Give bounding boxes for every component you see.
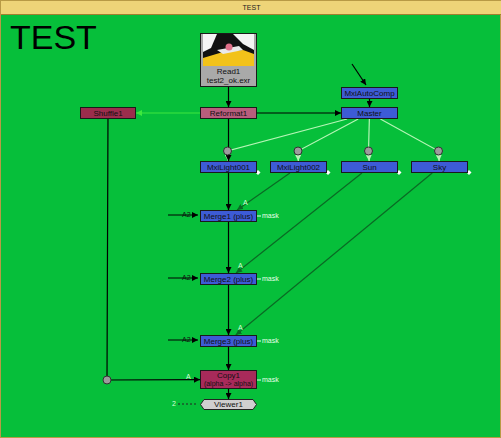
output-diamond xyxy=(256,170,261,175)
node-connector xyxy=(228,119,348,161)
graph-node: Merge1 (plus) xyxy=(200,210,257,222)
node-label: Read1 xyxy=(217,67,241,76)
node-label: Copy1 xyxy=(217,371,240,380)
node-label: Master xyxy=(357,109,381,118)
node-label: Sky xyxy=(433,163,446,172)
dot-node xyxy=(365,147,373,155)
thumbnail-bg xyxy=(203,34,254,66)
graph-node: MxiLight001 xyxy=(200,161,257,173)
dot-node xyxy=(224,147,232,155)
node-connector xyxy=(228,347,229,370)
output-diamond xyxy=(326,170,331,175)
node-connector xyxy=(368,119,370,161)
node-connector xyxy=(228,87,229,107)
input-label: A xyxy=(238,262,243,270)
dot-node xyxy=(103,376,111,384)
thumbnail-shape xyxy=(203,34,217,52)
port-label: A2 xyxy=(182,336,191,344)
node-connector xyxy=(369,99,370,107)
graph-node: Sun xyxy=(341,161,398,173)
backdrop-label: TEST xyxy=(10,18,97,56)
graph-node: Copy1(alpha -> alpha) xyxy=(200,370,257,389)
input-arrow xyxy=(168,215,198,216)
graph-node: MxiLight002 xyxy=(270,161,327,173)
node-connector xyxy=(236,173,432,335)
output-diamond xyxy=(397,170,402,175)
node-connector xyxy=(228,389,229,399)
node-connector xyxy=(136,112,200,113)
node-connector xyxy=(380,119,439,161)
port-label: mask xyxy=(262,275,279,283)
backdrop-title: TEST xyxy=(1,1,501,15)
node-connector xyxy=(257,112,341,113)
input-arrow xyxy=(168,340,198,341)
port-label: mask xyxy=(262,212,279,220)
mask-stub xyxy=(256,341,261,342)
node-label: Merge2 (plus) xyxy=(204,275,253,284)
graph-node: Shuffle1 xyxy=(80,107,136,119)
read-thumbnail xyxy=(203,34,254,66)
node-label: Sun xyxy=(362,163,376,172)
node-label: test2_ok.exr xyxy=(207,76,251,85)
output-diamond xyxy=(467,170,472,175)
node-label: Shuffle1 xyxy=(93,109,122,118)
mask-stub xyxy=(256,216,261,217)
thumbnail-shape xyxy=(226,44,233,51)
node-label: MxiLight002 xyxy=(277,163,320,172)
node-connector xyxy=(228,119,229,161)
port-label: A2 xyxy=(182,211,191,219)
dot-node xyxy=(294,147,302,155)
node-connector xyxy=(228,173,229,210)
graph-node: Merge3 (plus) xyxy=(200,335,257,347)
viewer-input xyxy=(178,404,198,405)
port-label: 2 xyxy=(172,400,176,408)
graph-node: MxiAutoComp xyxy=(341,87,398,99)
input-label: A xyxy=(238,324,243,332)
node-connector xyxy=(298,119,358,161)
graph-node: Sky xyxy=(411,161,468,173)
node-label: Reformat1 xyxy=(210,109,247,118)
input-label: A xyxy=(186,373,191,381)
input-arrow xyxy=(352,64,366,85)
viewer-outline xyxy=(201,400,257,410)
node-label: MxiLight001 xyxy=(207,163,250,172)
mask-stub xyxy=(256,380,261,381)
port-label: mask xyxy=(262,376,279,384)
port-label: mask xyxy=(262,337,279,345)
node-connector xyxy=(107,119,200,380)
node-connector xyxy=(228,285,229,335)
input-arrow xyxy=(168,278,198,279)
node-connector xyxy=(237,173,290,210)
node-label: (alpha -> alpha) xyxy=(204,380,253,388)
node-label: Merge3 (plus) xyxy=(204,337,253,346)
node-connector xyxy=(228,222,229,273)
graph-node: Merge2 (plus) xyxy=(200,273,257,285)
node-label: Merge1 (plus) xyxy=(204,212,253,221)
node-label: MxiAutoComp xyxy=(344,89,394,98)
dot-node xyxy=(435,147,443,155)
graph-node: Master xyxy=(341,107,398,119)
graph-node: Reformat1 xyxy=(200,107,257,119)
input-label: A xyxy=(243,199,248,207)
node-connector xyxy=(236,173,362,273)
port-label: A2 xyxy=(182,274,191,282)
graph-node: Viewer1 xyxy=(200,399,257,410)
node-label: Viewer1 xyxy=(214,400,243,409)
mask-stub xyxy=(256,279,261,280)
